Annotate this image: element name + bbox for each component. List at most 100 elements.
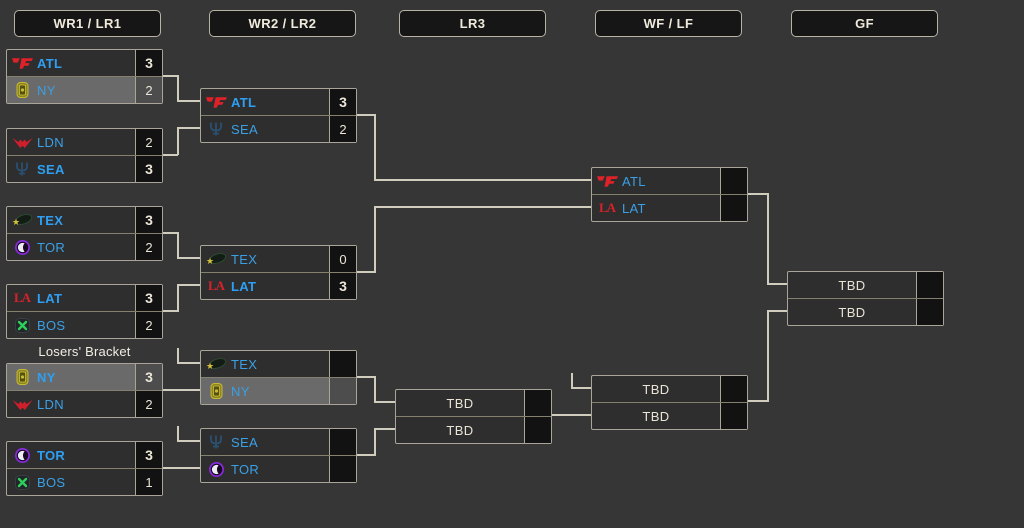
ny-logo-icon [7, 82, 37, 98]
team-name: TEX [37, 212, 64, 228]
connector-line [768, 283, 787, 285]
team-name: LAT [231, 278, 257, 294]
score-box: 3 [329, 273, 356, 299]
match-wr1-m3: ★ TEX 3 TOR 2 [6, 206, 163, 261]
match-wr2-m1: ATL 3 SEA 2 [200, 88, 357, 143]
lat-logo-icon: LA [13, 290, 31, 305]
team-row-atl[interactable]: ATL 3 [201, 89, 356, 115]
team-row-lat[interactable]: LA LAT 3 [7, 285, 162, 311]
score-box [524, 390, 551, 416]
team-row-sea[interactable]: SEA [201, 429, 356, 455]
team-name: TOR [37, 447, 66, 463]
ldn-logo-icon [7, 136, 37, 149]
score-box [329, 456, 356, 482]
team-name: TBD [642, 408, 670, 424]
match-lr3-m1: TBD TBD [395, 389, 552, 444]
team-row-tex[interactable]: ★ TEX 0 [201, 246, 356, 272]
team-row-lat[interactable]: LA LAT 3 [201, 272, 356, 299]
round-header-wr1-lr1[interactable]: WR1 / LR1 [14, 10, 161, 37]
connector-line [163, 154, 178, 156]
team-row-ldn[interactable]: LDN 2 [7, 390, 162, 417]
connector-line [163, 310, 178, 312]
match-wr2-m2: ★ TEX 0 LA LAT 3 [200, 245, 357, 300]
score-box: 2 [135, 312, 162, 338]
team-name: TBD [446, 395, 474, 411]
score-box: 0 [329, 246, 356, 272]
connector-line [552, 414, 591, 416]
connector-line [177, 232, 179, 259]
connector-line [177, 426, 179, 442]
sea-logo-icon [201, 121, 231, 137]
connector-line [356, 454, 375, 456]
connector-line [748, 400, 768, 402]
match-lr2-m2: SEA TOR [200, 428, 357, 483]
round-header-gf[interactable]: GF [791, 10, 938, 37]
team-row-tbd[interactable]: TBD [592, 402, 747, 429]
team-row-sea[interactable]: SEA 3 [7, 155, 162, 182]
score-box: 3 [329, 89, 356, 115]
team-name: TBD [446, 422, 474, 438]
team-row-bos[interactable]: BOS 2 [7, 311, 162, 338]
team-row-ny[interactable]: NY [201, 377, 356, 404]
round-header-wf-lf[interactable]: WF / LF [595, 10, 742, 37]
team-row-tbd[interactable]: TBD [788, 272, 943, 298]
connector-line [178, 440, 200, 442]
team-row-tbd[interactable]: TBD [788, 298, 943, 325]
connector-line [178, 257, 200, 259]
score-box [720, 376, 747, 402]
score-box: 3 [135, 442, 162, 468]
team-row-atl[interactable]: ATL [592, 168, 747, 194]
connector-line [356, 376, 375, 378]
team-row-tor[interactable]: TOR 2 [7, 233, 162, 260]
score-box: 1 [135, 469, 162, 495]
score-box [916, 272, 943, 298]
connector-line [374, 428, 376, 456]
ny-logo-icon [201, 383, 231, 399]
team-row-lat[interactable]: LA LAT [592, 194, 747, 221]
team-row-tbd[interactable]: TBD [396, 416, 551, 443]
connector-line [177, 284, 179, 312]
team-name: NY [231, 383, 250, 399]
round-header-wr2-lr2[interactable]: WR2 / LR2 [209, 10, 356, 37]
team-row-sea[interactable]: SEA 2 [201, 115, 356, 142]
connector-line [767, 310, 769, 402]
sea-logo-icon [7, 161, 37, 177]
round-header-lr3[interactable]: LR3 [399, 10, 546, 37]
team-name: LDN [37, 396, 64, 412]
score-box: 2 [135, 129, 162, 155]
tex-logo-icon: ★ [201, 252, 231, 266]
lat-logo-icon: LA [598, 200, 616, 215]
team-name: LAT [622, 200, 646, 216]
sea-logo-icon [201, 434, 231, 450]
match-lr2-m1: ★ TEX NY [200, 350, 357, 405]
connector-line [374, 376, 376, 403]
team-name: TEX [231, 251, 258, 267]
match-wf: ATL LA LAT [591, 167, 748, 222]
connector-line [375, 179, 591, 181]
score-box: 2 [135, 234, 162, 260]
team-row-tbd[interactable]: TBD [592, 376, 747, 402]
match-lr1-m2: TOR 3 BOS 1 [6, 441, 163, 496]
team-row-tex[interactable]: ★ TEX 3 [7, 207, 162, 233]
team-row-tex[interactable]: ★ TEX [201, 351, 356, 377]
team-row-tor[interactable]: TOR [201, 455, 356, 482]
connector-line [572, 387, 591, 389]
score-box [329, 351, 356, 377]
score-box: 3 [135, 207, 162, 233]
team-name: SEA [231, 434, 258, 450]
connector-line [356, 271, 375, 273]
team-row-bos[interactable]: BOS 1 [7, 468, 162, 495]
team-row-atl[interactable]: ATL 3 [7, 50, 162, 76]
team-row-ny[interactable]: NY 3 [7, 364, 162, 390]
team-row-tor[interactable]: TOR 3 [7, 442, 162, 468]
team-row-tbd[interactable]: TBD [396, 390, 551, 416]
tex-logo-icon: ★ [201, 357, 231, 371]
connector-line [177, 75, 179, 102]
score-box: 3 [135, 156, 162, 182]
team-row-ldn[interactable]: LDN 2 [7, 129, 162, 155]
ny-logo-icon [7, 369, 37, 385]
score-box [720, 168, 747, 194]
team-name: ATL [231, 94, 257, 110]
connector-line [178, 127, 200, 129]
team-row-ny[interactable]: NY 2 [7, 76, 162, 103]
